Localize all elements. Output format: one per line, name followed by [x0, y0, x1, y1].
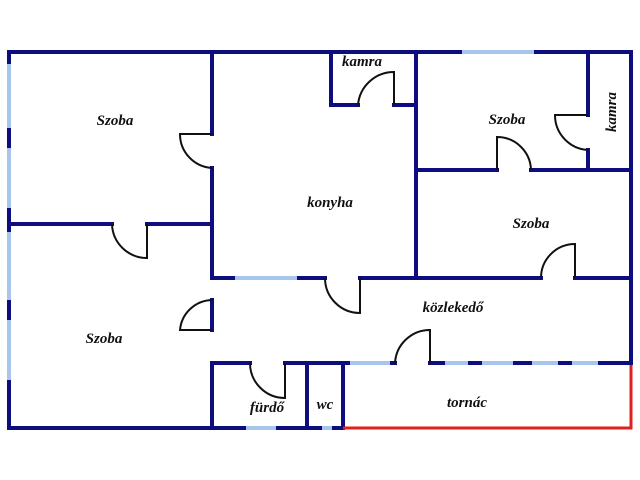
room-label-szoba-bottom-left: Szoba — [86, 331, 123, 347]
room-label-szoba-mid-right: Szoba — [513, 216, 550, 232]
room-label-wc: wc — [317, 397, 334, 413]
room-label-szoba-top-right: Szoba — [489, 112, 526, 128]
room-label-szoba-top-left: Szoba — [97, 113, 134, 129]
walls — [7, 50, 633, 430]
doors — [111, 70, 589, 400]
room-label-kamra-right: kamra — [604, 92, 620, 133]
room-label-furdo: fürdő — [250, 400, 286, 416]
room-label-tornac: tornác — [447, 395, 487, 411]
room-label-konyha: konyha — [307, 195, 353, 211]
terrace-outline — [343, 365, 633, 430]
room-label-kamra-top: kamra — [342, 54, 383, 70]
room-label-kozlekedo: közlekedő — [423, 300, 485, 316]
